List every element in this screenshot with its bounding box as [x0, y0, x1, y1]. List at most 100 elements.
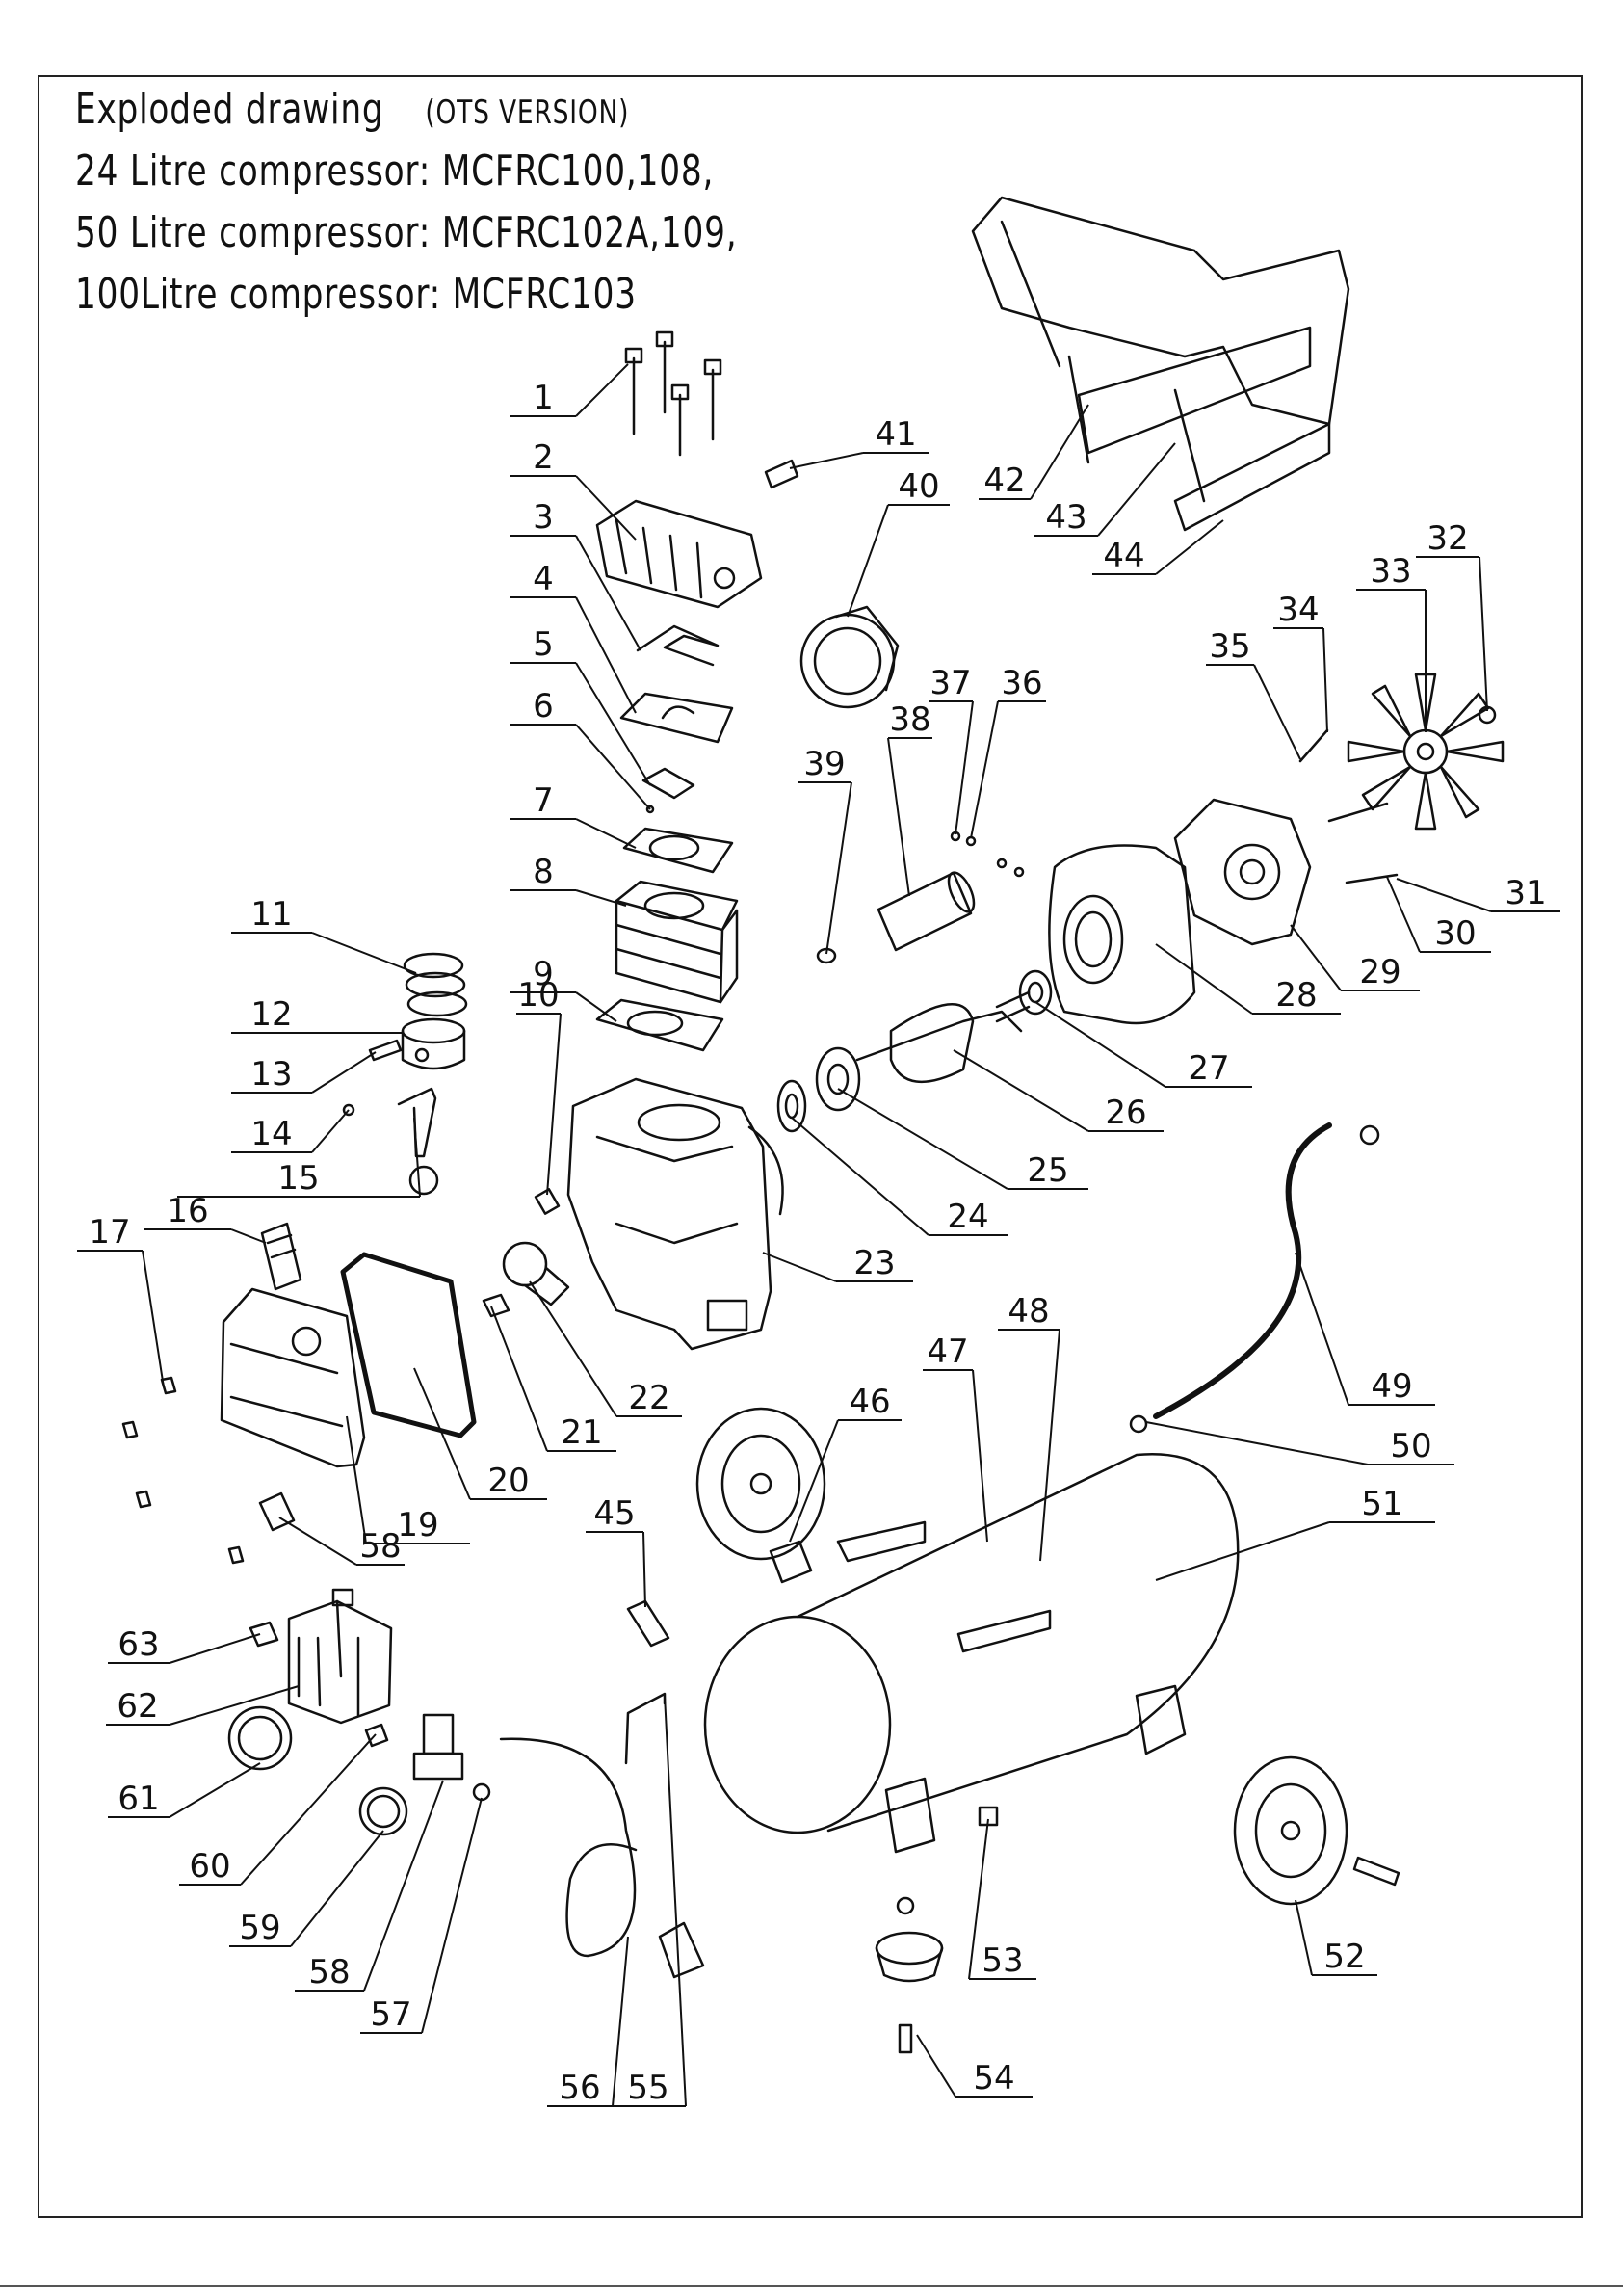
part-12-piston [401, 1017, 466, 1070]
callout-6-leader [575, 724, 651, 810]
part-7-gasket [622, 827, 734, 874]
callout-63-number: 63 [118, 1625, 159, 1664]
callout-47-number: 47 [927, 1333, 968, 1371]
callout-23-number: 23 [853, 1244, 895, 1282]
part-13-wrist-pin [368, 1039, 403, 1062]
callout-2-number: 2 [533, 438, 554, 477]
callout-9-number: 9 [533, 955, 554, 993]
callout-33-number: 33 [1370, 552, 1411, 591]
callout-16-number: 16 [167, 1192, 208, 1230]
part-16-filter [260, 1222, 302, 1291]
callout-39-number: 39 [803, 745, 845, 783]
part-25-bearing [815, 1046, 861, 1112]
part-29-end-bracket [1173, 798, 1312, 946]
callout-25-leader [837, 1088, 1008, 1190]
part-40-cover [799, 605, 900, 709]
callout-41-number: 41 [875, 415, 916, 454]
part-20-gasket [340, 1252, 477, 1438]
callout-62-number: 62 [117, 1687, 158, 1726]
callout-43-number: 43 [1045, 498, 1086, 537]
callout-40-leader [847, 504, 889, 618]
callout-54-leader [916, 2034, 956, 2098]
callout-35-number: 35 [1209, 627, 1250, 666]
callout-36-leader [970, 700, 999, 839]
part-17-screws [121, 1376, 245, 1565]
callout-59-leader [290, 1830, 384, 1947]
callout-52-number: 52 [1323, 1938, 1365, 1976]
callout-16-leader [230, 1228, 267, 1244]
callout-58-number: 58 [308, 1953, 350, 1992]
callout-21-number: 21 [561, 1413, 602, 1452]
part-58-knob [258, 1491, 296, 1532]
callout-57-leader [421, 1797, 483, 2034]
callout-4-number: 4 [533, 560, 554, 598]
callout-14-leader [311, 1109, 350, 1153]
callout-50-leader [1145, 1421, 1369, 1465]
callout-56-number: 56 [559, 2069, 600, 2107]
part-42-44-shroud [971, 196, 1350, 532]
callout-6-number: 6 [533, 687, 554, 726]
callout-3-leader [575, 535, 641, 651]
footer-rule [0, 2285, 1623, 2287]
part-54-rubber-foot [875, 1896, 944, 2054]
callout-25-number: 25 [1027, 1151, 1068, 1190]
callout-48-leader [1039, 1329, 1060, 1562]
callout-23-leader [762, 1252, 837, 1282]
part-51-tank [703, 1452, 1240, 1854]
part-1-bolts [624, 330, 722, 457]
callout-53-leader [968, 1818, 989, 1980]
part-4-valve-plate [619, 692, 734, 744]
part-35-screw [1298, 728, 1329, 763]
part-36-37-screws [950, 831, 1025, 878]
callout-12-number: 12 [250, 995, 292, 1034]
part-9-gasket [595, 998, 724, 1052]
callout-layer: 1234567891011121314151617192021222324252… [77, 363, 1560, 2107]
part-22-eccentric [502, 1241, 570, 1306]
part-11-rings [403, 952, 468, 1017]
callout-24-number: 24 [947, 1198, 988, 1236]
callout-5-leader [575, 662, 651, 786]
part-5-reed [641, 767, 695, 800]
callout-44-number: 44 [1103, 537, 1144, 575]
part-57-fitting [472, 1782, 491, 1802]
callout-30-number: 30 [1434, 914, 1476, 953]
part-47-foot [836, 1520, 927, 1563]
callout-31-leader [1396, 878, 1492, 912]
callout-3-number: 3 [533, 498, 554, 537]
callout-38-leader [887, 737, 910, 897]
callout-11-number: 11 [250, 895, 292, 934]
callout-27-number: 27 [1188, 1049, 1229, 1088]
part-52-wheel [1233, 1755, 1400, 1906]
part-27-bearing [1018, 969, 1053, 1016]
callout-46-leader [789, 1419, 839, 1543]
callout-29-leader [1290, 924, 1342, 991]
callout-34-leader [1322, 627, 1328, 733]
callout-38-number: 38 [889, 700, 930, 739]
part-6-pin [645, 805, 655, 814]
callout-17-number: 17 [89, 1213, 130, 1252]
callout-58-leader [278, 1517, 357, 1566]
part-19-cover [220, 1287, 366, 1468]
title-line-1: Exploded drawing (OTS VERSION) [75, 85, 629, 134]
callout-17-leader [142, 1250, 165, 1388]
part-2-cylinder-head [595, 499, 763, 609]
callout-29-number: 29 [1359, 953, 1400, 991]
callout-47-leader [972, 1369, 988, 1543]
callout-7-number: 7 [533, 781, 554, 820]
callout-55-number: 55 [627, 2069, 668, 2107]
callout-45-leader [642, 1531, 646, 1608]
callout-39-leader [825, 781, 852, 955]
title-line-2: 24 Litre compressor: MCFRC100,108, [75, 146, 715, 196]
callout-19-number: 19 [397, 1506, 438, 1544]
part-9-gasket-hole [626, 1010, 684, 1037]
callout-7-leader [575, 818, 637, 849]
callout-8-leader [575, 889, 627, 907]
callout-44-leader [1155, 519, 1224, 575]
callout-31-number: 31 [1505, 874, 1546, 912]
part-49-nut [1359, 1124, 1380, 1146]
part-3-gasket [636, 624, 720, 667]
callout-52-leader [1295, 1899, 1313, 1976]
callout-32-number: 32 [1427, 519, 1468, 558]
callout-32-leader [1479, 556, 1488, 712]
